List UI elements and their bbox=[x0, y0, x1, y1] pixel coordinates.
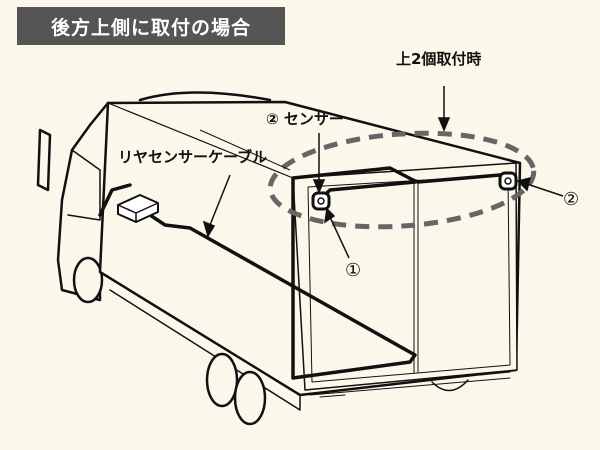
sensor-1 bbox=[311, 191, 331, 211]
arrow-head bbox=[312, 179, 326, 194]
label-top-two-mount: 上2個取付時 bbox=[396, 50, 482, 68]
rear-bumper-step bbox=[431, 379, 469, 392]
label-sensor: ② センサー bbox=[266, 110, 344, 128]
front-wheel bbox=[72, 256, 104, 304]
page-title: 後方上側に取付の場合 bbox=[17, 7, 285, 45]
arrow-head bbox=[516, 176, 532, 192]
rear-wheel bbox=[233, 370, 267, 426]
label-sensor-1: ① bbox=[345, 260, 362, 281]
arrow-head bbox=[437, 117, 451, 132]
control-box bbox=[117, 194, 159, 223]
cab-mirror bbox=[36, 128, 52, 192]
sensor-2 bbox=[498, 171, 518, 191]
label-sensor-2: ② bbox=[563, 189, 580, 210]
label-rear-sensor-cable: リヤセンサーケーブル bbox=[118, 148, 268, 166]
roof-spoiler bbox=[138, 91, 272, 102]
arrow-head bbox=[323, 207, 336, 224]
highlight-dashed-ellipse bbox=[267, 130, 537, 230]
rear-wheel bbox=[205, 352, 239, 408]
arrow-head bbox=[202, 220, 216, 238]
